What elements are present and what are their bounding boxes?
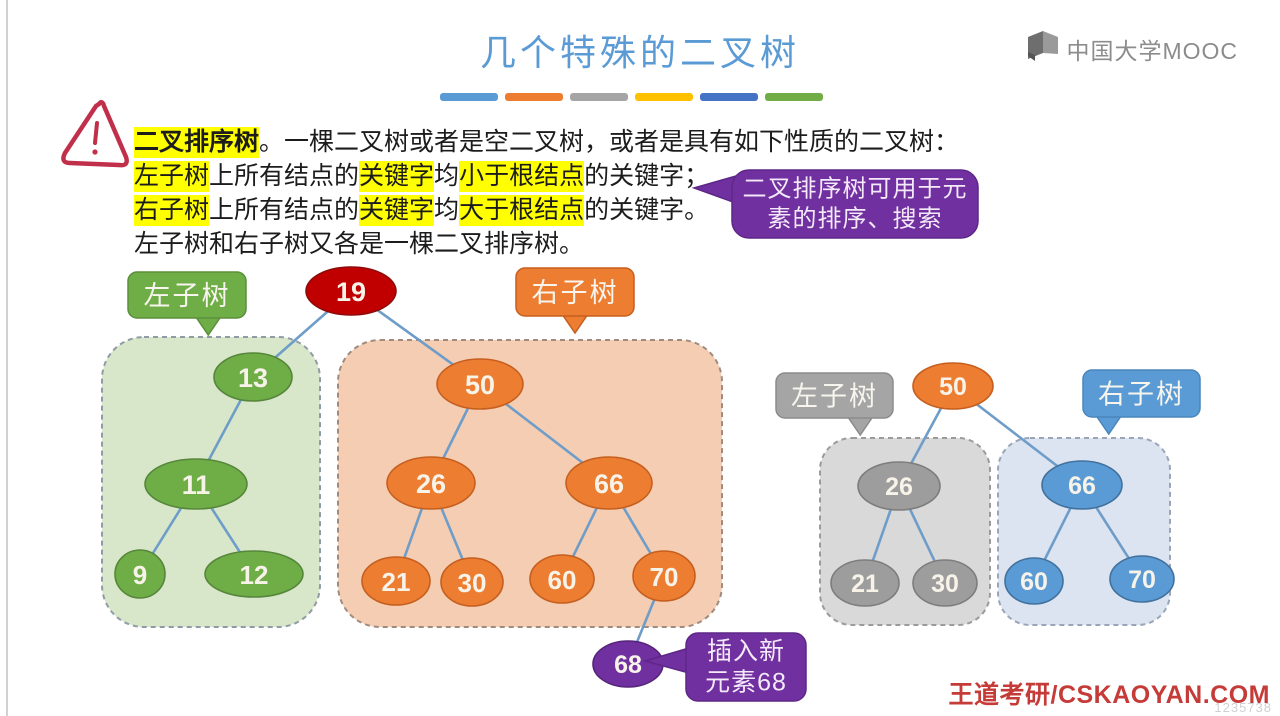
- definition-segment: 的关键字。: [584, 197, 710, 224]
- tree-node-label-12: 12: [240, 560, 269, 590]
- tree-node-11: [144, 458, 248, 510]
- tree-node-label-66: 66: [594, 469, 624, 499]
- tree-node-label-50r: 50: [939, 373, 967, 401]
- accent-bar-1: [505, 93, 563, 101]
- definition-segment: 上所有结点的: [209, 197, 360, 224]
- highlighted-term: 右子树: [134, 195, 210, 226]
- tree-node-70r: [1109, 555, 1175, 603]
- right-subtree-label-2-text: 右子树: [1098, 380, 1185, 410]
- accent-bar-2: [570, 93, 628, 101]
- tree-node-label-21: 21: [382, 567, 411, 597]
- note-bubble: [731, 169, 979, 239]
- definition-line-2: 左子树上所有结点的关键字均小于根结点的关键字；: [134, 160, 814, 194]
- tree-node-30r: [912, 559, 978, 607]
- note-bubble-line-1: 二叉排序树可用于元: [743, 176, 968, 203]
- highlighted-term: 二叉排序树: [134, 127, 260, 158]
- tree-node-label-60r: 60: [1020, 568, 1048, 596]
- accent-bar-5: [765, 93, 823, 101]
- left-subtree-label-2-tail: [845, 415, 875, 437]
- tree-node-label-9: 9: [133, 560, 147, 590]
- note-bubble-line-2: 素的排序、搜索: [768, 206, 943, 233]
- accent-bars: [440, 93, 823, 101]
- tree-node-label-21r: 21: [851, 570, 879, 598]
- highlighted-term: 小于根结点: [459, 161, 585, 192]
- tree-node-label-50: 50: [465, 370, 495, 400]
- definition-segment: 的关键字；: [584, 163, 710, 190]
- right-subtree-label: [515, 267, 635, 317]
- tree-node-60r: [1004, 557, 1064, 605]
- definition-line-4: 左子树和右子树又各是一棵二叉排序树。: [134, 228, 814, 262]
- definition-segment: 上所有结点的: [209, 163, 360, 190]
- tree-node-label-13: 13: [238, 363, 268, 393]
- right-subtree-label-text: 右子树: [532, 278, 619, 308]
- highlighted-term: 大于根结点: [459, 195, 585, 226]
- tree-node-9: [114, 549, 166, 599]
- tree-node-label-26: 26: [416, 469, 446, 499]
- insert-callout-line-1: 插入新: [707, 638, 785, 666]
- tree-node-66: [565, 456, 653, 510]
- tree-node-50r: [912, 362, 994, 410]
- tree-node-30: [440, 557, 504, 607]
- right-subtree-label-2-tail: [1094, 414, 1124, 436]
- tree-node-19: [305, 266, 397, 316]
- tree-node-label-60: 60: [548, 565, 577, 595]
- highlighted-term: 左子树: [134, 161, 210, 192]
- definition-segment: 。一棵二叉树或者是空二叉树，或者是具有如下性质的二叉树：: [259, 129, 960, 156]
- tree-node-label-30: 30: [458, 568, 487, 598]
- insert-callout-line-2: 元素68: [705, 669, 787, 697]
- mooc-logo-text: 中国大学MOOC: [1066, 37, 1238, 64]
- definition-line-3: 右子树上所有结点的关键字均大于根结点的关键字。: [134, 194, 814, 228]
- accent-bar-0: [440, 93, 498, 101]
- tree-node-label-11: 11: [182, 470, 211, 500]
- left-subtree-label-text: 左子树: [144, 281, 231, 311]
- highlighted-term: 关键字: [359, 195, 435, 226]
- highlighted-term: 关键字: [359, 161, 435, 192]
- definition-line-1: 二叉排序树。一棵二叉树或者是空二叉树，或者是具有如下性质的二叉树：: [134, 126, 959, 160]
- brand-watermark: 王道考研/CSKAOYAN.COM: [948, 681, 1270, 709]
- accent-bar-4: [700, 93, 758, 101]
- tree-node-26: [386, 456, 476, 510]
- right-subtree-label-2: [1082, 369, 1201, 418]
- definition-segment: 均: [434, 197, 460, 224]
- left-subtree-label-tail: [193, 315, 223, 337]
- tree-node-21r: [830, 559, 900, 607]
- page-title: 几个特殊的二叉树: [479, 33, 800, 73]
- tree-node-12: [204, 550, 304, 598]
- mooc-logo: 中国大学MOOC: [1026, 30, 1238, 67]
- left-subtree-label-2: [775, 372, 894, 419]
- tree-node-label-70: 70: [650, 562, 679, 592]
- tree-node-21: [361, 556, 431, 606]
- tree-node-label-30r: 30: [931, 570, 959, 598]
- definition-segment: 均: [434, 163, 460, 190]
- mooc-book-icon: [1026, 30, 1060, 67]
- slide-edge-line: [6, 0, 8, 716]
- tree-node-label-19: 19: [336, 277, 366, 307]
- right-subtree-region: [337, 339, 723, 628]
- tree-node-50: [436, 358, 524, 410]
- accent-bar-3: [635, 93, 693, 101]
- tree-node-label-26r: 26: [885, 473, 913, 501]
- left-subtree-label-2-text: 左子树: [791, 382, 878, 412]
- note-bubble-tail: [691, 175, 737, 205]
- warning-icon: [57, 97, 135, 182]
- tree-node-66r: [1041, 460, 1123, 510]
- definition-text: 二叉排序树。一棵二叉树或者是空二叉树，或者是具有如下性质的二叉树：左子树上所有结…: [134, 126, 959, 262]
- tree-node-label-70r: 70: [1128, 566, 1156, 594]
- tree-node-label-68: 68: [614, 651, 642, 679]
- left-subtree-label: [127, 271, 247, 319]
- faint-id-watermark: 1235738: [1214, 700, 1272, 715]
- tree-node-70: [632, 550, 696, 602]
- definition-segment: 左子树和右子树又各是一棵二叉排序树。: [134, 231, 585, 258]
- right-subtree-label-tail: [560, 313, 590, 335]
- insert-callout: [685, 632, 807, 702]
- tree-node-26r: [857, 461, 941, 511]
- tree-node-60: [529, 554, 595, 604]
- tree-node-13: [213, 352, 293, 402]
- tree-node-label-66r: 66: [1068, 472, 1096, 500]
